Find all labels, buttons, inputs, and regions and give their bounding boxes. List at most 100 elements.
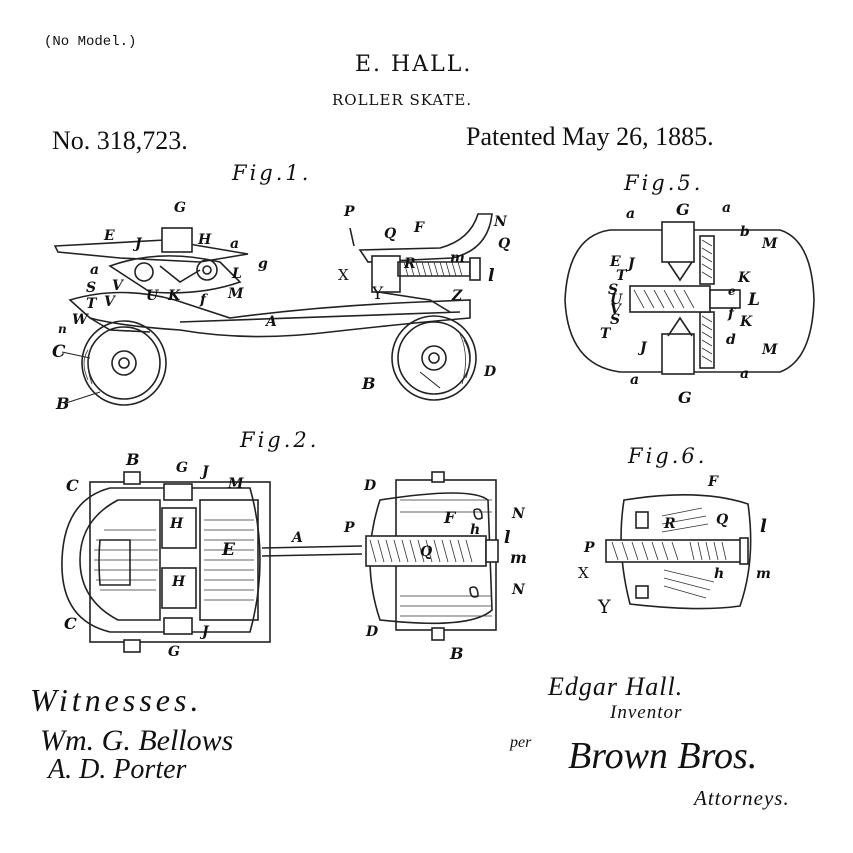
fig5-label-J2: J: [640, 340, 647, 356]
fig6-label-R: R: [664, 516, 676, 532]
fig1-label-G: G: [174, 200, 186, 216]
fig1-label-A: A: [266, 314, 277, 330]
inventor-name: E. HALL.: [355, 52, 473, 77]
fig2-label-C2: C: [64, 614, 77, 633]
fig5-label-S2: S: [610, 312, 621, 328]
fig1-label-Y: Y: [372, 284, 384, 304]
fig6-label-m: m: [756, 566, 771, 582]
fig5-label-a4: a: [740, 366, 750, 382]
fig1-label-S: S: [86, 280, 97, 296]
fig5-label-b: b: [740, 224, 750, 240]
fig1-label-g: g: [258, 256, 268, 272]
fig1-label-R: R: [404, 256, 416, 272]
fig2-label-D2: D: [366, 624, 379, 640]
fig2-label-h: h: [470, 522, 481, 538]
patent-date: Patented May 26, 1885.: [466, 122, 714, 151]
fig1-label-M: M: [228, 286, 244, 302]
fig1-label-X: X: [338, 266, 349, 284]
fig2-label-H1: H: [170, 516, 184, 532]
fig6-label: Fig.6.: [628, 444, 708, 468]
fig5-label-J1: J: [628, 256, 635, 272]
fig5-label-M2: M: [762, 342, 778, 358]
fig1-label-m: m: [450, 250, 465, 266]
fig2-label-J1: J: [202, 464, 209, 480]
fig6-label-F: F: [708, 474, 718, 490]
fig1-label-T: T: [86, 296, 97, 312]
fig2-label-F: F: [444, 508, 456, 527]
fig1-label-V2: V: [104, 294, 115, 310]
witness-1-signature: Wm. G. Bellows: [40, 724, 234, 757]
fig2-label-D1: D: [364, 478, 377, 494]
fig5-label-U: U: [610, 292, 623, 308]
fig1-label-Q2: Q: [498, 236, 511, 252]
fig2-label-G2: G: [168, 644, 180, 660]
fig5-label: Fig.5.: [624, 171, 704, 195]
fig5-label-G1: G: [676, 200, 690, 219]
fig2-label-A: A: [292, 530, 303, 546]
fig2-label-B2: B: [450, 644, 464, 663]
fig1-label-P: P: [344, 204, 355, 220]
fig2-label-Q: Q: [420, 544, 433, 560]
fig5-label-e: e: [728, 284, 736, 298]
fig1-label-f: f: [200, 292, 207, 308]
fig2-label-m: m: [510, 548, 527, 567]
fig1-label-N: N: [494, 214, 507, 230]
fig5-label-L: L: [748, 290, 760, 310]
fig5-label-f: f: [728, 306, 735, 322]
witnesses-label: Witnesses.: [30, 682, 203, 718]
fig1-label-J: J: [135, 236, 142, 252]
fig1-label-L: L: [232, 266, 242, 282]
inventor-role: Inventor: [610, 702, 683, 723]
inventor-signature: Edgar Hall.: [548, 672, 684, 701]
fig2-label-H2: H: [172, 574, 186, 590]
fig6-label-h: h: [714, 566, 725, 582]
fig5-label-a3: a: [630, 372, 640, 388]
fig2-label-C1: C: [66, 476, 79, 495]
fig2-label-J2: J: [202, 624, 209, 640]
fig2-label-N2: N: [512, 582, 525, 598]
fig6-label-Y: Y: [598, 596, 611, 618]
fig1-label: Fig.1.: [232, 161, 312, 185]
fig6-label-X: X: [578, 564, 589, 582]
fig2-label-E: E: [222, 540, 235, 560]
fig5-label-G2: G: [678, 388, 692, 407]
fig2-label-N1: N: [512, 506, 525, 522]
fig1-label-C: C: [52, 342, 66, 362]
model-note: (No Model.): [44, 34, 137, 50]
fig1-label-F: F: [414, 220, 424, 236]
fig5-label-M1: M: [762, 236, 778, 252]
fig2-label-G1: G: [176, 460, 188, 476]
fig6-label-l: l: [760, 516, 767, 537]
fig6-label-P: P: [584, 540, 595, 556]
fig5-label-K1: K: [738, 270, 751, 286]
fig5-label-T2: T: [600, 326, 611, 342]
fig1-label-B2: B: [362, 374, 376, 393]
fig5-label-a2: a: [722, 200, 732, 216]
per-label: per: [510, 734, 532, 751]
fig1-label-a1: a: [230, 236, 240, 252]
fig1-label-V1: V: [112, 278, 123, 294]
fig1-label-H: H: [198, 232, 212, 248]
witness-2-signature: A. D. Porter: [48, 754, 187, 785]
fig5-label-E: E: [610, 254, 621, 270]
fig5-label-S1: S: [608, 282, 619, 298]
fig1-label-Q1: Q: [384, 226, 397, 242]
fig1-label-l: l: [488, 266, 495, 286]
fig5-label-V: V: [610, 302, 621, 318]
fig1-label-a2: a: [90, 262, 100, 278]
fig1-label-U: U: [146, 288, 159, 304]
fig1-label-E: E: [104, 228, 115, 244]
patent-number: No. 318,723.: [52, 126, 188, 155]
invention-title: ROLLER SKATE.: [332, 91, 473, 109]
attorney-signature: Brown Bros.: [568, 735, 758, 777]
fig1-label-D: D: [484, 364, 497, 380]
fig1-label-n: n: [58, 322, 67, 336]
fig6-label-Q: Q: [716, 512, 729, 528]
fig2-label-M: M: [228, 476, 244, 492]
fig2-label-P: P: [344, 520, 355, 536]
attorneys-label: Attorneys.: [694, 786, 790, 810]
fig5-label-K2: K: [740, 314, 753, 330]
